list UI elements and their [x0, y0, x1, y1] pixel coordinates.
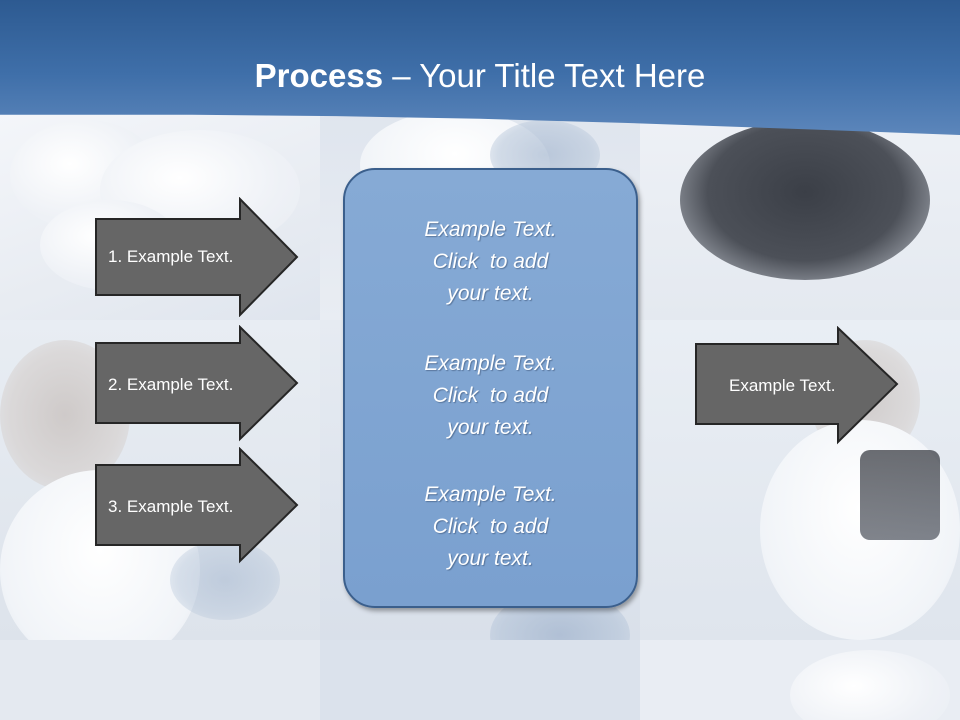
result-arrow[interactable]: Example Text.: [694, 326, 900, 446]
text-block-1: Example Text. Click to add your text.: [345, 214, 636, 310]
background-photo-mice: [0, 110, 320, 320]
arrow-shape-icon: [95, 447, 299, 564]
block-line: your text.: [447, 282, 534, 305]
arrow-shape-icon: [95, 325, 299, 442]
block-line: Example Text.: [424, 352, 557, 375]
text-block-3: Example Text. Click to add your text.: [345, 479, 636, 575]
process-step-arrow-2[interactable]: 2. Example Text.: [94, 325, 300, 445]
background-photo-mouse-bottom: [640, 640, 960, 720]
text-block-2: Example Text. Click to add your text.: [345, 348, 636, 444]
block-line: Example Text.: [424, 483, 557, 506]
arrow-label: 2. Example Text.: [108, 375, 234, 394]
block-line: your text.: [447, 416, 534, 439]
block-line: Example Text.: [424, 218, 557, 241]
arrow-label: Example Text.: [729, 376, 836, 395]
slide-title[interactable]: Process – Your Title Text Here: [0, 54, 960, 98]
arrow-shape-icon: [95, 197, 299, 317]
title-banner: [0, 0, 960, 135]
arrow-label: 3. Example Text.: [108, 497, 234, 516]
block-line: Click to add: [432, 515, 549, 538]
arrow-label: 1. Example Text.: [108, 247, 234, 266]
background-photo-black-mouse: [640, 110, 960, 320]
process-step-arrow-3[interactable]: 3. Example Text.: [94, 447, 300, 567]
arrow-shape-icon: [695, 326, 899, 445]
block-line: your text.: [447, 547, 534, 570]
background-photo-lab-bottom: [320, 640, 640, 720]
center-text-box[interactable]: Example Text. Click to add your text. Ex…: [343, 168, 638, 608]
process-step-arrow-1[interactable]: 1. Example Text.: [94, 197, 300, 317]
block-line: Click to add: [432, 250, 549, 273]
title-rest-text: – Your Title Text Here: [383, 57, 706, 94]
block-line: Click to add: [432, 384, 549, 407]
title-bold-text: Process: [254, 57, 384, 94]
background-photo-mice-bottom: [0, 640, 320, 720]
